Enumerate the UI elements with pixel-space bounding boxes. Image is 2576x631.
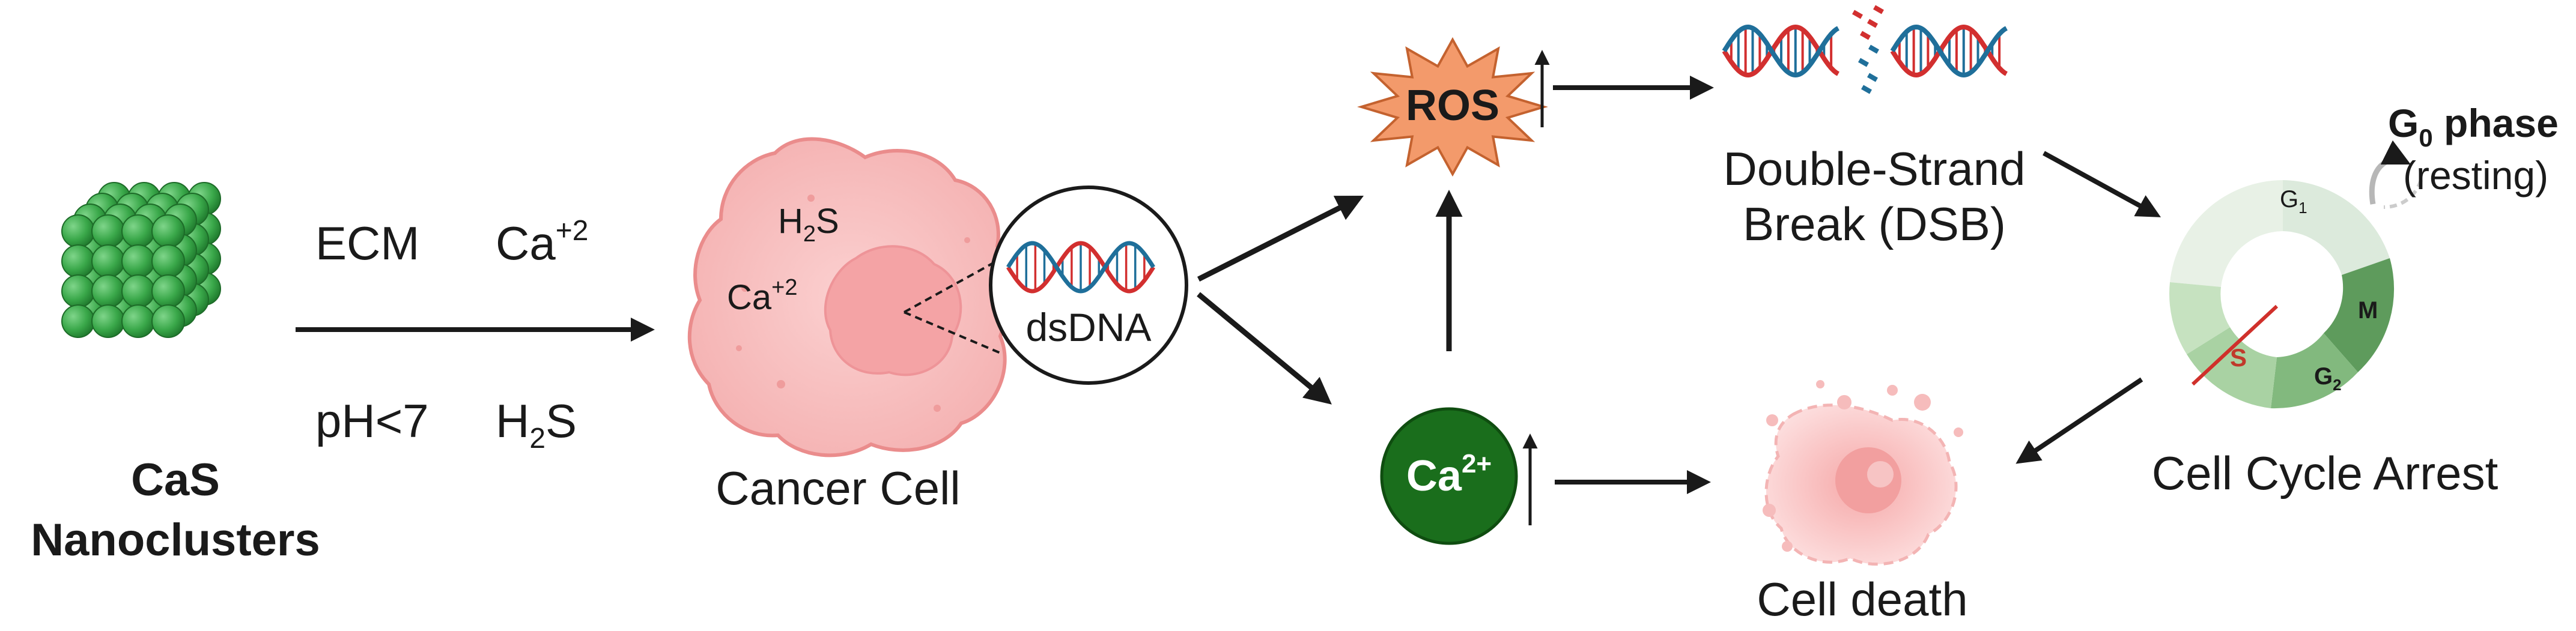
cell-death-icon bbox=[1763, 380, 1963, 566]
cell-ca-label: Ca+2 bbox=[727, 275, 797, 317]
arrow-dsb-to-cycle bbox=[2043, 151, 2161, 217]
cell-cycle-ring-icon bbox=[2169, 180, 2395, 409]
cancer-cell-icon bbox=[687, 137, 1013, 457]
zoom-line-bottom bbox=[904, 311, 1004, 355]
s-label: S bbox=[2230, 343, 2247, 372]
calcium-ion-icon bbox=[1380, 407, 1518, 545]
dna-double-strand-break-icon bbox=[1722, 5, 2008, 94]
g0-phase-label: G0 phase bbox=[2388, 101, 2559, 152]
arrow-cycle-to-death bbox=[2016, 377, 2143, 464]
g1-label: G1 bbox=[2280, 186, 2307, 217]
cell-h2s-label: H2S bbox=[778, 202, 839, 247]
nanoclusters-label-line2: Nanoclusters bbox=[31, 515, 320, 566]
dsb-label-line2: Break (DSB) bbox=[1743, 198, 2006, 250]
g0-return-arrow bbox=[2383, 179, 2423, 209]
ros-burst-icon bbox=[1357, 37, 1548, 177]
ros-label: ROS bbox=[1406, 82, 1499, 130]
arrow-to-calcium bbox=[1197, 292, 1332, 405]
cell-cycle-arrest-label: Cell Cycle Arrest bbox=[2152, 447, 2499, 500]
cell-death-label: Cell death bbox=[1757, 573, 1967, 626]
dna-helix-icon bbox=[1006, 241, 1155, 294]
resting-label: (resting) bbox=[2403, 153, 2548, 198]
ca-condition-label: Ca+2 bbox=[496, 215, 588, 270]
g2-label: G2 bbox=[2314, 363, 2342, 394]
dsdna-label: dsDNA bbox=[1025, 305, 1151, 349]
cancer-cell-label: Cancer Cell bbox=[715, 462, 960, 515]
h2s-condition-label: H2S bbox=[496, 394, 577, 454]
g0-cycle-arrow bbox=[2369, 140, 2411, 205]
zoom-line-top bbox=[904, 257, 1003, 313]
m-label: M bbox=[2358, 297, 2378, 324]
nanoclusters-label-line1: CaS bbox=[131, 454, 220, 506]
dsb-label-line1: Double-Strand bbox=[1724, 142, 2026, 195]
ph-label: pH<7 bbox=[315, 394, 429, 447]
calcium-label: Ca2+ bbox=[1406, 449, 1492, 500]
ecm-label: ECM bbox=[315, 217, 419, 270]
cas-nanocluster-cube-icon bbox=[61, 182, 221, 338]
dsdna-zoom-circle bbox=[989, 186, 1188, 385]
arrow-to-ros bbox=[1197, 195, 1364, 282]
